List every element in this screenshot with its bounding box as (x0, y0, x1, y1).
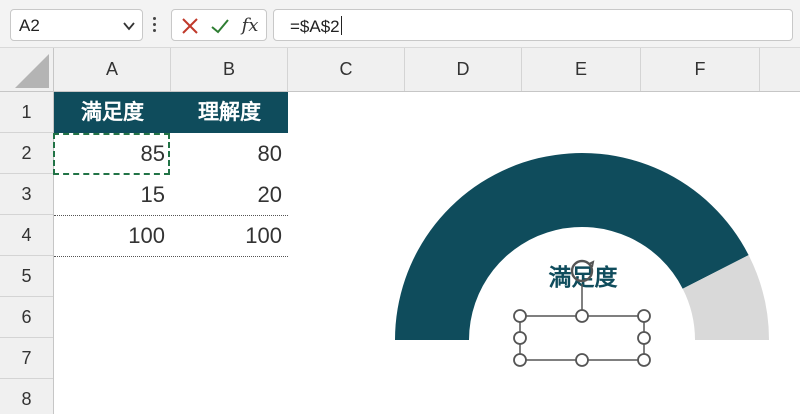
column-header-d[interactable]: D (405, 48, 522, 91)
gauge-chart[interactable] (385, 148, 785, 348)
more-options-icon[interactable] (153, 17, 157, 33)
header-cell-understanding[interactable]: 理解度 (171, 92, 288, 133)
formula-text: =$A$2 (290, 16, 342, 36)
resize-handle (513, 353, 527, 367)
resize-handle (637, 331, 651, 345)
insert-function-icon[interactable]: fx (241, 15, 259, 36)
resize-handle (637, 309, 651, 323)
row-header-2[interactable]: 2 (0, 133, 53, 174)
cell-b4[interactable]: 100 (245, 223, 282, 248)
column-header-a[interactable]: A (54, 48, 171, 91)
row-border (54, 215, 288, 216)
row-header-6[interactable]: 6 (0, 297, 53, 338)
resize-handle (637, 353, 651, 367)
cell-a3[interactable]: 15 (140, 182, 165, 207)
select-all-button[interactable] (0, 48, 54, 92)
name-box-value: A2 (19, 16, 40, 35)
cell-b2[interactable]: 80 (257, 141, 282, 166)
row-header-8[interactable]: 8 (0, 379, 53, 414)
rotate-handle-icon (570, 259, 594, 283)
column-header-b[interactable]: B (171, 48, 288, 91)
column-header-e[interactable]: E (522, 48, 641, 91)
cancel-icon[interactable] (178, 14, 202, 38)
resize-handle (575, 309, 589, 323)
row-header-3[interactable]: 3 (0, 174, 53, 215)
cell-a4[interactable]: 100 (128, 223, 165, 248)
gauge-value-slice[interactable] (395, 152, 749, 340)
chart-title[interactable]: 満足度 (548, 264, 618, 290)
row-border (54, 256, 288, 257)
rotate-arrow-icon (588, 260, 595, 268)
formula-bar: A2 fx =$A$2 (0, 0, 800, 48)
row-header-5[interactable]: 5 (0, 256, 53, 297)
header-cell-satisfaction[interactable]: 満足度 (54, 92, 171, 133)
name-box[interactable]: A2 (10, 9, 143, 41)
check-icon[interactable] (208, 14, 232, 38)
row-header-1[interactable]: 1 (0, 92, 53, 133)
formula-input[interactable]: =$A$2 (273, 9, 793, 41)
resize-handle (513, 331, 527, 345)
cell-b3[interactable]: 20 (257, 182, 282, 207)
text-box-selection[interactable] (505, 254, 665, 374)
column-header-f[interactable]: F (641, 48, 760, 91)
row-header-7[interactable]: 7 (0, 338, 53, 379)
cell-a2[interactable]: 85 (140, 141, 165, 166)
column-headers: A B C D E F (0, 48, 800, 92)
formula-buttons: fx (171, 9, 267, 41)
gauge-remaining-slice[interactable] (682, 255, 769, 340)
resize-handle (513, 309, 527, 323)
column-header-c[interactable]: C (288, 48, 405, 91)
chevron-down-icon[interactable] (122, 19, 136, 33)
resize-handle (575, 353, 589, 367)
row-headers: 1 2 3 4 5 6 7 8 (0, 92, 54, 414)
row-header-4[interactable]: 4 (0, 215, 53, 256)
